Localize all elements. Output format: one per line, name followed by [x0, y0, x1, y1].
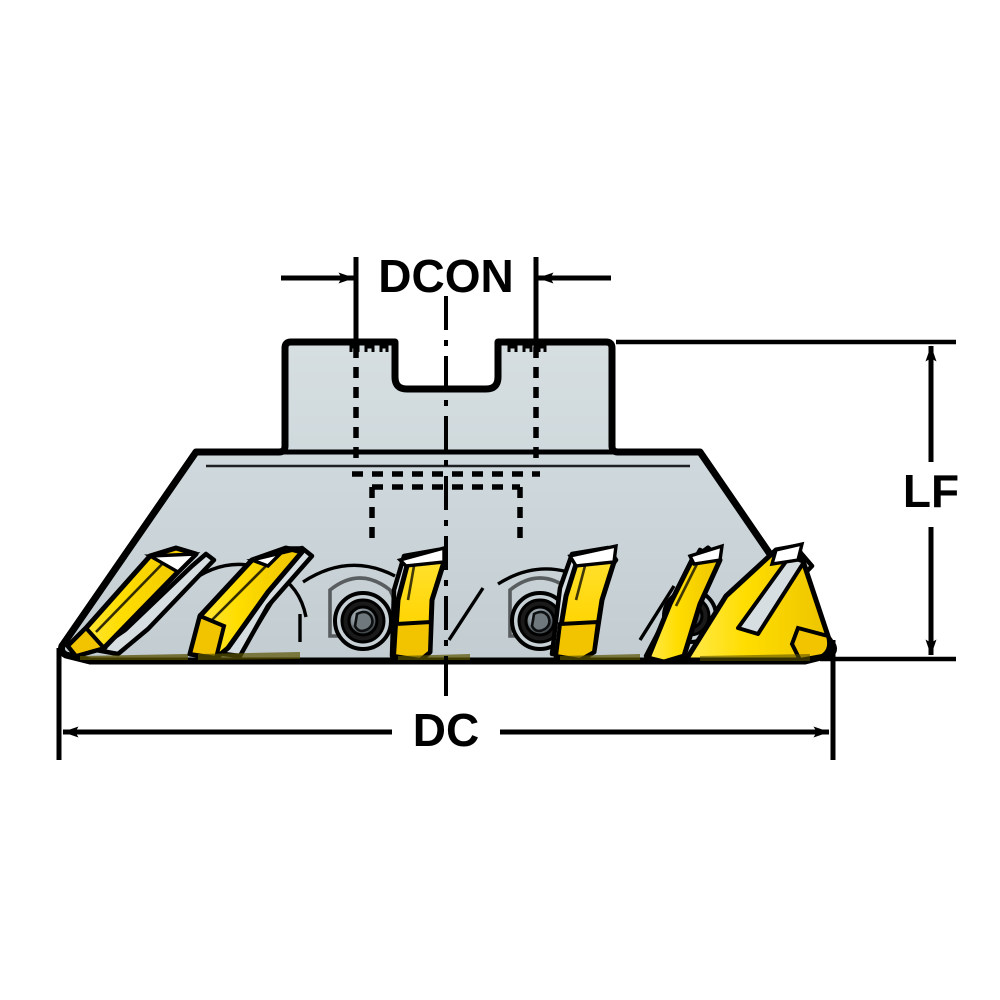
insert-1-top-facet: [144, 552, 201, 575]
insert-5: [643, 543, 725, 665]
hub-serrations-right: [507, 345, 547, 352]
dimension-dcon: DCON: [281, 250, 611, 352]
insert-3-edge-band: [391, 619, 434, 663]
insert-3-rake-line: [406, 565, 416, 601]
insert-1-edge-band: [65, 625, 108, 659]
insert-5-top-facet: [687, 543, 725, 566]
insert-1-base-shadow: [80, 654, 188, 660]
dimension-lf: LF: [616, 339, 959, 662]
insert-5-rake-line: [674, 557, 702, 607]
insert-4: [549, 543, 640, 663]
insert-3-base-shadow: [398, 654, 470, 660]
insert-2-top-facet: [246, 546, 303, 568]
insert-1: [65, 545, 217, 660]
insert-2: [187, 545, 315, 661]
hidden-bore-lines: [352, 347, 540, 545]
insert-3: [389, 545, 470, 663]
insert-4-base-shadow: [560, 654, 640, 660]
insert-4-top-facet: [567, 543, 618, 568]
lf-label: LF: [903, 465, 959, 517]
insert-assembly-group: [65, 541, 832, 665]
insert-1-seat: [93, 551, 217, 657]
screw-2-torx-socket: [530, 610, 551, 633]
insert-2-rake-line: [211, 559, 273, 621]
insert-6: [683, 541, 832, 663]
insert-2-base-shadow: [198, 652, 300, 660]
dc-label: DC: [413, 704, 479, 756]
insert-6-base-shadow: [700, 654, 810, 661]
insert-1-chamfer-line: [95, 557, 169, 633]
insert-4-edge-band: [553, 619, 601, 663]
dimension-dc: DC: [56, 640, 836, 760]
insert-4-rake-line: [574, 561, 588, 601]
dcon-label: DCON: [378, 250, 513, 302]
insert-6-top-facet: [769, 541, 805, 567]
screw-1-torx-socket: [353, 610, 374, 633]
screw-1: [333, 591, 393, 651]
insert-6-inner-facet: [736, 554, 806, 636]
